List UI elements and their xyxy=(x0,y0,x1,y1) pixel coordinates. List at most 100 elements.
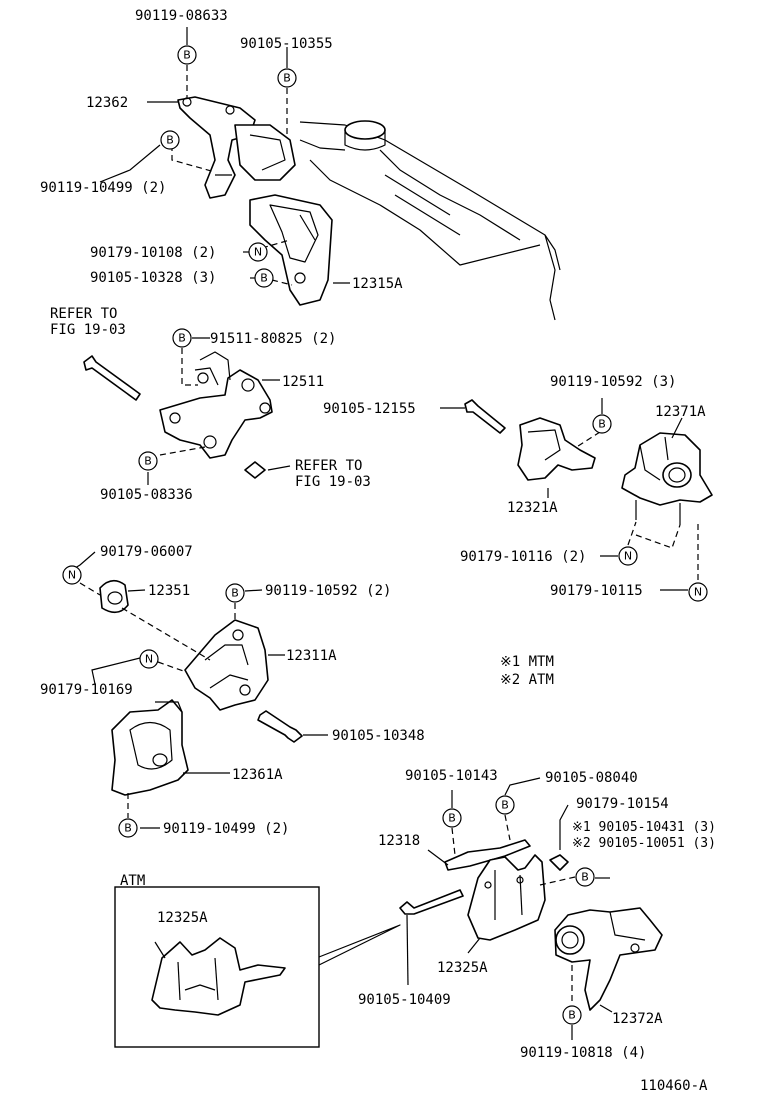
label-90119-10499-bottom: 90119-10499 (2) xyxy=(163,821,289,837)
label-12321A: 12321A xyxy=(507,500,558,516)
part-12362 xyxy=(177,96,296,199)
part-12361A xyxy=(111,699,189,796)
atm-box-title: ATM xyxy=(120,873,145,889)
marker-b-6: B xyxy=(138,451,158,471)
label-90105-08040: 90105-08040 xyxy=(545,770,638,786)
nut-90179-10154 xyxy=(549,854,569,871)
label-12361A: 12361A xyxy=(232,767,283,783)
bolt-90105-10348 xyxy=(257,710,303,743)
label-12371A: 12371A xyxy=(655,404,706,420)
atm-detail-box xyxy=(114,886,401,1048)
svg-text:B: B xyxy=(183,49,191,62)
marker-n-2: N xyxy=(618,546,638,566)
label-90105-10431: ※1 90105-10431 (3) xyxy=(572,820,716,835)
svg-text:B: B xyxy=(231,587,239,600)
svg-text:N: N xyxy=(694,586,702,599)
svg-text:B: B xyxy=(448,812,456,825)
figure-code: 110460-A xyxy=(640,1078,708,1094)
marker-b-8: B xyxy=(225,583,245,603)
marker-b-10: B xyxy=(442,808,462,828)
label-90105-10143: 90105-10143 xyxy=(405,768,498,784)
marker-n-4: N xyxy=(62,565,82,585)
svg-text:B: B xyxy=(568,1009,576,1022)
label-12372A: 12372A xyxy=(612,1011,663,1027)
svg-text:B: B xyxy=(598,418,606,431)
label-90119-10499-top: 90119-10499 (2) xyxy=(40,180,166,196)
svg-text:B: B xyxy=(124,822,132,835)
note-atm: ※2 ATM xyxy=(500,672,554,688)
svg-text:N: N xyxy=(254,246,262,259)
marker-b-12: B xyxy=(575,867,595,887)
svg-text:B: B xyxy=(283,72,291,85)
atm-box-part-label: 12325A xyxy=(157,910,208,926)
svg-text:N: N xyxy=(624,550,632,563)
label-91511-80825: 91511-80825 (2) xyxy=(210,331,336,347)
bolt-90105-10409 xyxy=(399,889,464,915)
part-12311A xyxy=(184,619,269,711)
part-12318 xyxy=(444,839,531,871)
svg-text:B: B xyxy=(178,332,186,345)
label-12511: 12511 xyxy=(282,374,324,390)
label-refer-to-1: REFER TO xyxy=(50,306,117,322)
label-90105-08336: 90105-08336 xyxy=(100,487,193,503)
part-12315A xyxy=(249,194,333,306)
part-12321A xyxy=(464,399,596,481)
svg-text:B: B xyxy=(260,272,268,285)
part-12325A xyxy=(467,854,546,941)
marker-n-3: N xyxy=(688,582,708,602)
label-90179-06007: 90179-06007 xyxy=(100,544,193,560)
label-fig-19-03-2: FIG 19-03 xyxy=(295,474,371,490)
svg-text:B: B xyxy=(166,134,174,147)
label-90119-10818: 90119-10818 (4) xyxy=(520,1045,646,1061)
label-90179-10169: 90179-10169 xyxy=(40,682,133,698)
label-90119-08633: 90119-08633 xyxy=(135,8,228,24)
label-90179-10116: 90179-10116 (2) xyxy=(460,549,586,565)
label-90105-10348: 90105-10348 xyxy=(332,728,425,744)
label-12311A: 12311A xyxy=(286,648,337,664)
svg-text:B: B xyxy=(581,871,589,884)
part-12372A xyxy=(554,907,663,1011)
leader-lines xyxy=(74,27,699,1040)
label-90105-12155: 90105-12155 xyxy=(323,401,416,417)
svg-text:N: N xyxy=(145,653,153,666)
label-90105-10409: 90105-10409 xyxy=(358,992,451,1008)
label-refer-to-2: REFER TO xyxy=(295,458,362,474)
label-90105-10051: ※2 90105-10051 (3) xyxy=(572,836,716,851)
label-90179-10108: 90179-10108 (2) xyxy=(90,245,216,261)
label-90179-10115: 90179-10115 xyxy=(550,583,643,599)
note-mtm: ※1 MTM xyxy=(500,654,554,670)
label-90105-10328: 90105-10328 (3) xyxy=(90,270,216,286)
label-fig-19-03-1: FIG 19-03 xyxy=(50,322,126,338)
label-12351: 12351 xyxy=(148,583,190,599)
marker-b-7: B xyxy=(592,414,612,434)
bolt-refer-fig xyxy=(83,355,266,479)
svg-text:N: N xyxy=(68,569,76,582)
svg-text:B: B xyxy=(144,455,152,468)
part-12351 xyxy=(99,579,129,614)
label-12318: 12318 xyxy=(378,833,420,849)
marker-b-13: B xyxy=(562,1005,582,1025)
label-90105-10355: 90105-10355 xyxy=(240,36,333,52)
marker-b-2: B xyxy=(277,68,297,88)
marker-n-5: N xyxy=(139,649,159,669)
label-12362: 12362 xyxy=(86,95,128,111)
part-12511 xyxy=(159,351,273,459)
label-90119-10592-2: 90119-10592 (2) xyxy=(265,583,391,599)
label-90179-10154: 90179-10154 xyxy=(576,796,669,812)
svg-text:B: B xyxy=(501,799,509,812)
marker-b-5: B xyxy=(172,328,192,348)
part-labels: 90119-08633 90105-10355 12362 90119-1049… xyxy=(40,8,716,1094)
marker-b-1: B xyxy=(177,45,197,65)
marker-b-11: B xyxy=(495,795,515,815)
part-12371A xyxy=(621,432,713,525)
engine-outline xyxy=(299,120,561,321)
marker-b-4: B xyxy=(254,268,274,288)
label-12315A: 12315A xyxy=(352,276,403,292)
label-90119-10592-3: 90119-10592 (3) xyxy=(550,374,676,390)
label-12325A: 12325A xyxy=(437,960,488,976)
marker-b-9: B xyxy=(118,818,138,838)
marker-b-3: B xyxy=(160,130,180,150)
marker-n-1: N xyxy=(248,242,268,262)
